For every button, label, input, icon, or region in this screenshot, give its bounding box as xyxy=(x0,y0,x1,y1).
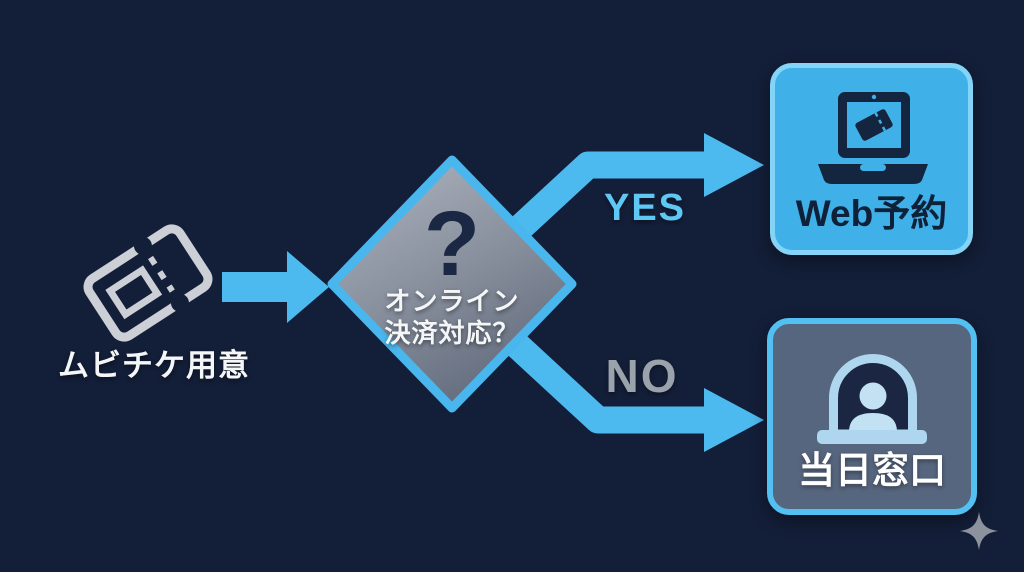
ticket-icon xyxy=(83,224,213,342)
ticket-window-icon xyxy=(817,354,927,444)
person-head xyxy=(859,382,887,410)
question-mark: ? xyxy=(423,193,481,295)
decision-diamond xyxy=(327,155,577,413)
decision-node-label: オンライン 決済対応？ xyxy=(352,285,552,349)
web-reservation-label: Web予約 xyxy=(795,193,948,234)
counter-label: 当日窓口 xyxy=(798,450,946,491)
start-node-label: ムビチケ用意 xyxy=(58,348,250,383)
person-shoulders xyxy=(849,413,897,432)
decision-line2: 決済対応？ xyxy=(384,318,520,348)
sparkle-icon xyxy=(959,511,999,551)
counter-box: 当日窓口 xyxy=(767,318,977,515)
yes-branch-label: YES xyxy=(603,187,687,229)
laptop-ticket-icon xyxy=(818,92,928,184)
no-branch-label: NO xyxy=(605,350,679,402)
web-reservation-box: Web予約 xyxy=(770,63,973,255)
decision-line1: オンライン xyxy=(384,286,520,316)
start-arrow xyxy=(222,251,329,323)
